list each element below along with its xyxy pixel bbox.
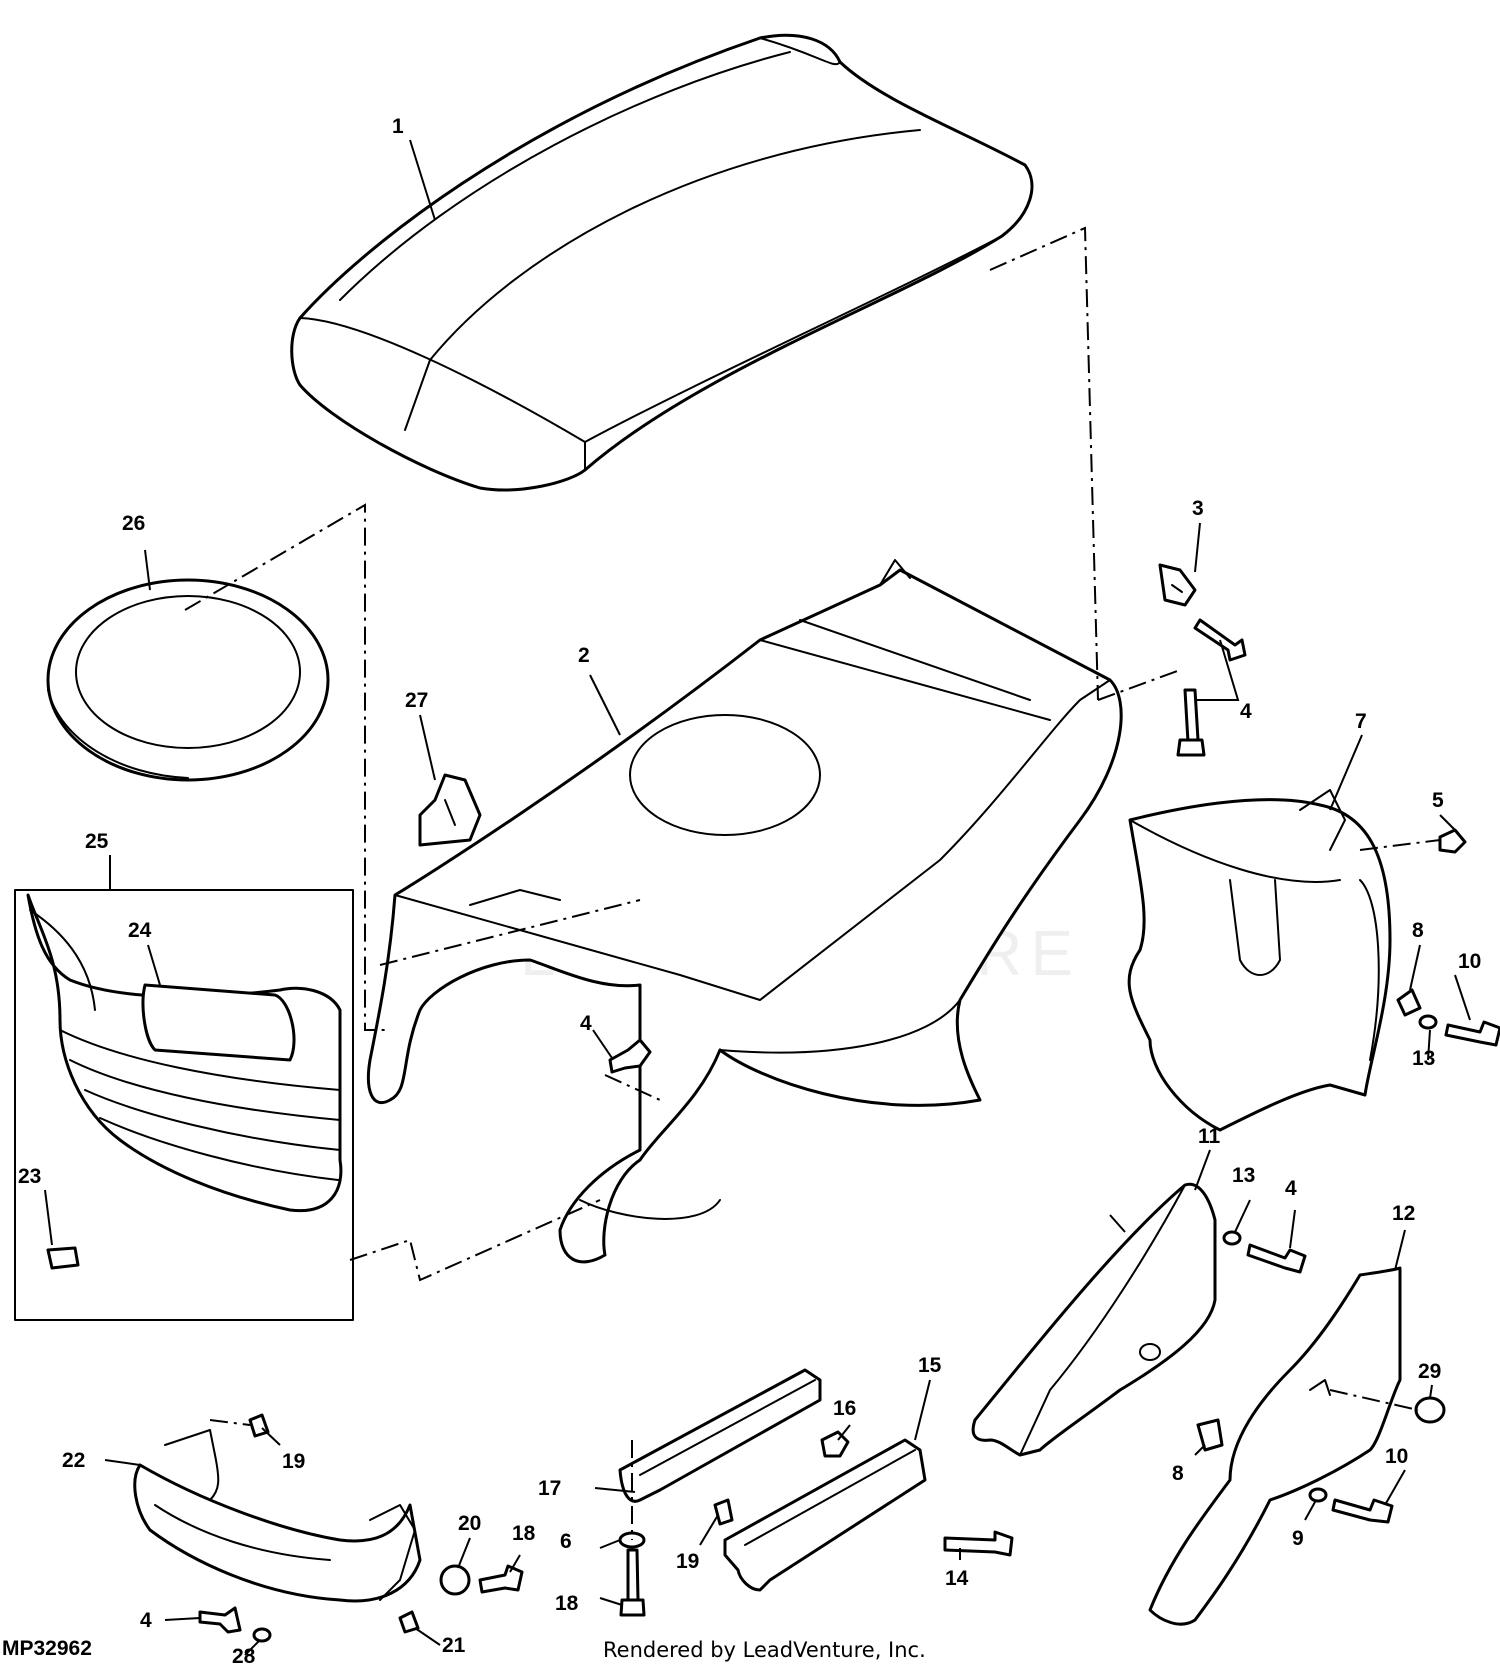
part-hood [290,33,1034,492]
callout-18: 18 [555,1592,579,1615]
callout-11: 11 [1198,1125,1221,1148]
part-10-bolt-lower [1331,1498,1394,1524]
part-hood-frame [366,559,1123,1264]
callout-5: 5 [1432,789,1444,812]
callout-4: 4 [1285,1177,1297,1200]
leader-lines [44,139,1471,1656]
part-8-clip-lower [1196,1418,1224,1452]
callout-28: 28 [232,1645,256,1667]
part-22-bumper [133,1429,422,1603]
callout-4: 4 [1240,700,1252,723]
part-9-washer [1308,1487,1328,1503]
part-17-bracket [618,1368,822,1503]
callout-13: 13 [1412,1047,1435,1070]
part-5-fastener [1438,828,1467,854]
callout-20: 20 [458,1512,481,1535]
part-21-push-pin [398,1610,420,1634]
part-7-dash-panel [1127,789,1392,1132]
part-27-clip [418,773,482,847]
part-19-clip-left [248,1413,270,1438]
credit-text: Rendered by LeadVenture, Inc. [603,1638,926,1662]
callout-26: 26 [122,512,145,535]
part-4-bolt-mid [1246,1243,1307,1274]
callout-21: 21 [442,1634,466,1657]
callout-18: 18 [512,1522,536,1545]
callout-19: 19 [676,1550,699,1573]
part-16-nut [820,1430,850,1458]
diagram-id: MP32962 [2,1637,92,1660]
part-12-right-panel [1148,1266,1402,1626]
callout-13: 13 [1232,1164,1255,1187]
callouts: 1 2 3 4 4 4 4 5 6 7 8 8 9 10 10 11 12 13… [18,115,1481,1667]
callout-22: 22 [62,1449,85,1472]
callout-24: 24 [128,919,152,942]
callout-23: 23 [18,1165,41,1188]
bolt-vertical-4 [1176,688,1206,757]
callout-15: 15 [918,1354,942,1377]
part-13-washer-mid [1222,1230,1242,1246]
callout-3: 3 [1192,497,1204,520]
part-19-clip-center [713,1498,734,1526]
callout-7: 7 [1355,710,1367,733]
part-8-clip-upper [1396,988,1422,1017]
part-29-plug [1414,1396,1446,1424]
part-10-bolt-upper [1444,1020,1500,1047]
callout-1: 1 [392,115,404,138]
callout-17: 17 [538,1477,561,1500]
callout-14: 14 [945,1567,969,1590]
part-18-bolt-left [478,1564,524,1594]
callout-29: 29 [1418,1360,1441,1383]
callout-8: 8 [1412,919,1424,942]
callout-10: 10 [1458,950,1481,973]
part-4-bolt-frame [608,1038,652,1074]
callout-6: 6 [560,1530,572,1553]
part-20-gear-nut [439,1564,471,1596]
part-28-washer [252,1627,272,1643]
part-11-side-panel [971,1182,1217,1457]
grille-assembly-box [14,889,354,1321]
part-4-bolt-left [198,1606,242,1634]
callout-16: 16 [833,1397,856,1420]
callout-4: 4 [580,1012,592,1035]
part-14-bolt [943,1530,1014,1557]
callout-4: 4 [140,1609,152,1632]
callout-27: 27 [405,689,428,712]
callout-8: 8 [1172,1462,1184,1485]
callout-10: 10 [1385,1445,1408,1468]
callout-19: 19 [282,1450,305,1473]
part-seal-ring [46,578,330,782]
part-3-bracket [1158,563,1197,607]
part-18-bolt-center [619,1548,646,1617]
assembly-lines [184,226,1441,1540]
part-13-washer-upper [1418,1014,1438,1030]
callout-12: 12 [1392,1202,1415,1225]
callout-2: 2 [578,644,590,667]
callout-25: 25 [85,830,109,853]
part-15-bracket [723,1438,927,1592]
callout-9: 9 [1292,1527,1304,1550]
